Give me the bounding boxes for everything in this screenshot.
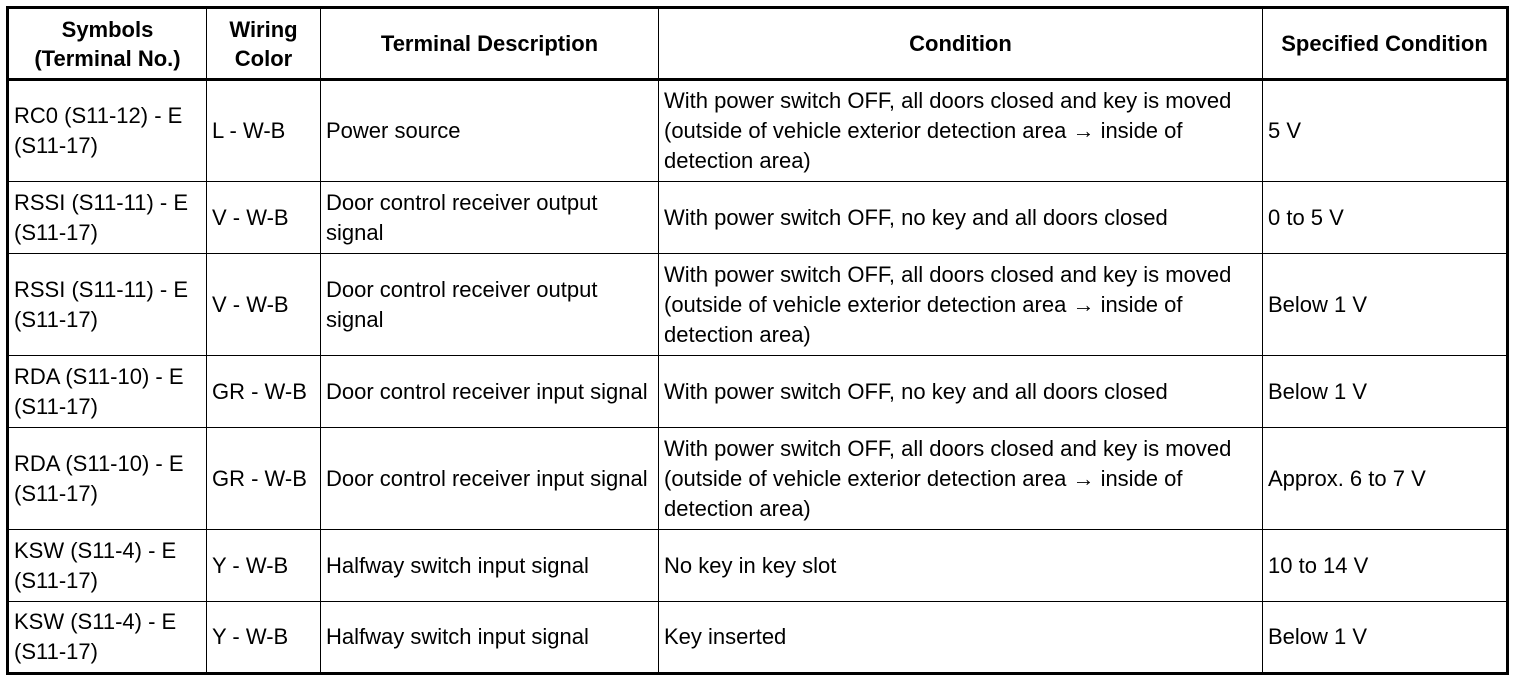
header-row: Symbols (Terminal No.) Wiring Color Term… — [7, 7, 1508, 80]
cell-description: Door control receiver output signal — [320, 181, 659, 254]
cell-specified: 5 V — [1262, 79, 1508, 182]
cell-specified: 0 to 5 V — [1262, 181, 1508, 254]
table-header: Symbols (Terminal No.) Wiring Color Term… — [7, 7, 1508, 80]
cell-condition: With power switch OFF, no key and all do… — [658, 181, 1263, 254]
table-row: RC0 (S11-12) - E (S11-17) L - W-B Power … — [7, 79, 1508, 182]
cell-condition: With power switch OFF, all doors closed … — [658, 253, 1263, 356]
cell-condition: With power switch OFF, no key and all do… — [658, 355, 1263, 428]
cell-description: Door control receiver output signal — [320, 253, 659, 356]
cell-description: Power source — [320, 79, 659, 182]
table-row: KSW (S11-4) - E (S11-17) Y - W-B Halfway… — [7, 529, 1508, 602]
cell-condition: No key in key slot — [658, 529, 1263, 602]
cell-specified: Below 1 V — [1262, 253, 1508, 356]
header-condition: Condition — [658, 7, 1263, 80]
cell-condition: Key inserted — [658, 601, 1263, 674]
cell-symbols: RSSI (S11-11) - E (S11-17) — [7, 253, 207, 356]
cell-condition: With power switch OFF, all doors closed … — [658, 79, 1263, 182]
table-body: RC0 (S11-12) - E (S11-17) L - W-B Power … — [7, 79, 1508, 674]
terminal-spec-table: Symbols (Terminal No.) Wiring Color Term… — [6, 6, 1509, 675]
cell-condition: With power switch OFF, all doors closed … — [658, 427, 1263, 530]
header-specified-condition: Specified Condition — [1262, 7, 1508, 80]
header-symbols: Symbols (Terminal No.) — [7, 7, 207, 80]
table-row: KSW (S11-4) - E (S11-17) Y - W-B Halfway… — [7, 601, 1508, 674]
cell-specified: Approx. 6 to 7 V — [1262, 427, 1508, 530]
cell-symbols: RSSI (S11-11) - E (S11-17) — [7, 181, 207, 254]
cell-wiring-color: V - W-B — [206, 253, 321, 356]
cell-symbols: RC0 (S11-12) - E (S11-17) — [7, 79, 207, 182]
cell-wiring-color: GR - W-B — [206, 427, 321, 530]
cell-symbols: KSW (S11-4) - E (S11-17) — [7, 601, 207, 674]
cell-description: Door control receiver input signal — [320, 355, 659, 428]
header-terminal-description: Terminal Description — [320, 7, 659, 80]
cell-specified: Below 1 V — [1262, 601, 1508, 674]
cell-specified: Below 1 V — [1262, 355, 1508, 428]
table-row: RSSI (S11-11) - E (S11-17) V - W-B Door … — [7, 253, 1508, 356]
cell-description: Halfway switch input signal — [320, 529, 659, 602]
cell-symbols: KSW (S11-4) - E (S11-17) — [7, 529, 207, 602]
cell-symbols: RDA (S11-10) - E (S11-17) — [7, 427, 207, 530]
table-row: RSSI (S11-11) - E (S11-17) V - W-B Door … — [7, 181, 1508, 254]
cell-description: Halfway switch input signal — [320, 601, 659, 674]
cell-wiring-color: GR - W-B — [206, 355, 321, 428]
header-wiring-color: Wiring Color — [206, 7, 321, 80]
cell-wiring-color: L - W-B — [206, 79, 321, 182]
cell-wiring-color: V - W-B — [206, 181, 321, 254]
cell-wiring-color: Y - W-B — [206, 601, 321, 674]
table-row: RDA (S11-10) - E (S11-17) GR - W-B Door … — [7, 355, 1508, 428]
table-row: RDA (S11-10) - E (S11-17) GR - W-B Door … — [7, 427, 1508, 530]
cell-symbols: RDA (S11-10) - E (S11-17) — [7, 355, 207, 428]
cell-wiring-color: Y - W-B — [206, 529, 321, 602]
cell-description: Door control receiver input signal — [320, 427, 659, 530]
cell-specified: 10 to 14 V — [1262, 529, 1508, 602]
